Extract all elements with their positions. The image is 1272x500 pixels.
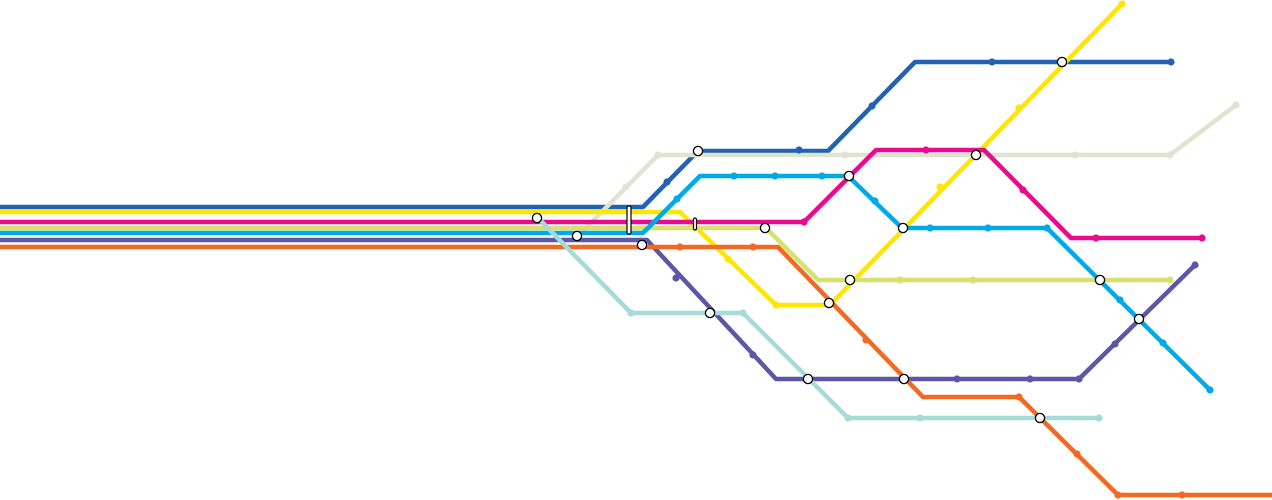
interchange-station-2 [571, 230, 583, 242]
stop-pale-sage-4 [1071, 151, 1079, 159]
stop-pale-sage-1 [622, 183, 630, 191]
interchange-station-3 [636, 239, 648, 251]
stop-yellow-1 [724, 255, 732, 263]
stop-magenta-1 [800, 218, 808, 226]
stop-orange-5 [1073, 450, 1081, 458]
interchanges-layer [531, 56, 1145, 424]
stop-dark-blue-2 [795, 146, 803, 154]
interchange-connector-1 [626, 205, 632, 235]
interchange-station-13 [1094, 274, 1106, 286]
stop-pale-teal-5 [1095, 414, 1103, 422]
stop-pale-sage-3 [841, 151, 849, 159]
stop-yellow-4 [1015, 104, 1023, 112]
route-magenta [0, 147, 1205, 241]
interchange-station-11 [970, 149, 982, 161]
stop-pale-sage-2 [654, 151, 662, 159]
stop-cyan-5 [871, 197, 879, 205]
stop-pale-teal-4 [916, 414, 924, 422]
interchange-station-6 [704, 307, 716, 319]
stop-cyan-9 [1116, 296, 1124, 304]
stop-purple-2 [749, 351, 757, 359]
stop-pale-teal-2 [739, 309, 747, 317]
route-dark-blue [0, 59, 1174, 210]
stop-orange-1 [676, 243, 684, 251]
stop-yellow-5 [1118, 0, 1126, 8]
route-purple [0, 237, 1198, 382]
stop-orange-6 [1114, 491, 1122, 499]
stop-pale-sage-6 [1232, 101, 1240, 109]
stop-pale-teal-3 [844, 414, 852, 422]
stop-orange-4 [1015, 393, 1023, 401]
stop-purple-1 [672, 274, 680, 282]
stop-cyan-4 [818, 172, 826, 180]
stop-magenta-5 [1198, 234, 1206, 242]
interchange-station-14 [1133, 313, 1145, 325]
stop-orange-3 [862, 336, 870, 344]
stop-purple-6 [1111, 340, 1119, 348]
stop-lime-2 [969, 276, 977, 284]
stop-dark-blue-4 [988, 58, 996, 66]
stop-cyan-7 [984, 224, 992, 232]
route-orange [0, 244, 1272, 498]
interchange-station-1 [531, 212, 543, 224]
interchange-station-8 [823, 297, 835, 309]
interchange-station-10 [897, 222, 909, 234]
stop-orange-7 [1178, 491, 1186, 499]
stop-purple-3 [953, 375, 961, 383]
stop-orange-2 [749, 243, 757, 251]
stop-cyan-6 [926, 224, 934, 232]
stop-dark-blue-5 [1167, 58, 1175, 66]
stop-purple-7 [1191, 261, 1199, 269]
stop-cyan-3 [771, 172, 779, 180]
stop-dark-blue-1 [663, 178, 671, 186]
interchange-station-15 [802, 373, 814, 385]
stop-pale-teal-1 [627, 309, 635, 317]
stop-magenta-3 [1019, 186, 1027, 194]
interchange-station-7 [843, 170, 855, 182]
interchange-station-12 [1056, 56, 1068, 68]
stop-dark-blue-3 [868, 102, 876, 110]
stop-cyan-10 [1159, 339, 1167, 347]
stop-yellow-3 [936, 183, 944, 191]
stop-lime-3 [1166, 276, 1174, 284]
route-pale-sage [575, 102, 1239, 239]
route-lime [0, 225, 1173, 283]
interchange-station-5 [759, 222, 771, 234]
stop-cyan-11 [1206, 386, 1214, 394]
interchange-station-9 [844, 274, 856, 286]
interchange-station-17 [1034, 412, 1046, 424]
stops-layer [622, 0, 1240, 499]
stop-cyan-8 [1043, 224, 1051, 232]
stop-cyan-2 [730, 172, 738, 180]
stop-cyan-1 [673, 195, 681, 203]
stop-purple-5 [1075, 375, 1083, 383]
stop-magenta-2 [922, 146, 930, 154]
stop-magenta-4 [1092, 234, 1100, 242]
stop-yellow-2 [772, 301, 780, 309]
interchange-station-4 [692, 145, 704, 157]
stop-lime-1 [896, 276, 904, 284]
stop-purple-4 [1026, 375, 1034, 383]
stop-pale-sage-5 [1166, 151, 1174, 159]
interchange-connector-2 [692, 217, 698, 231]
interchange-station-16 [898, 373, 910, 385]
